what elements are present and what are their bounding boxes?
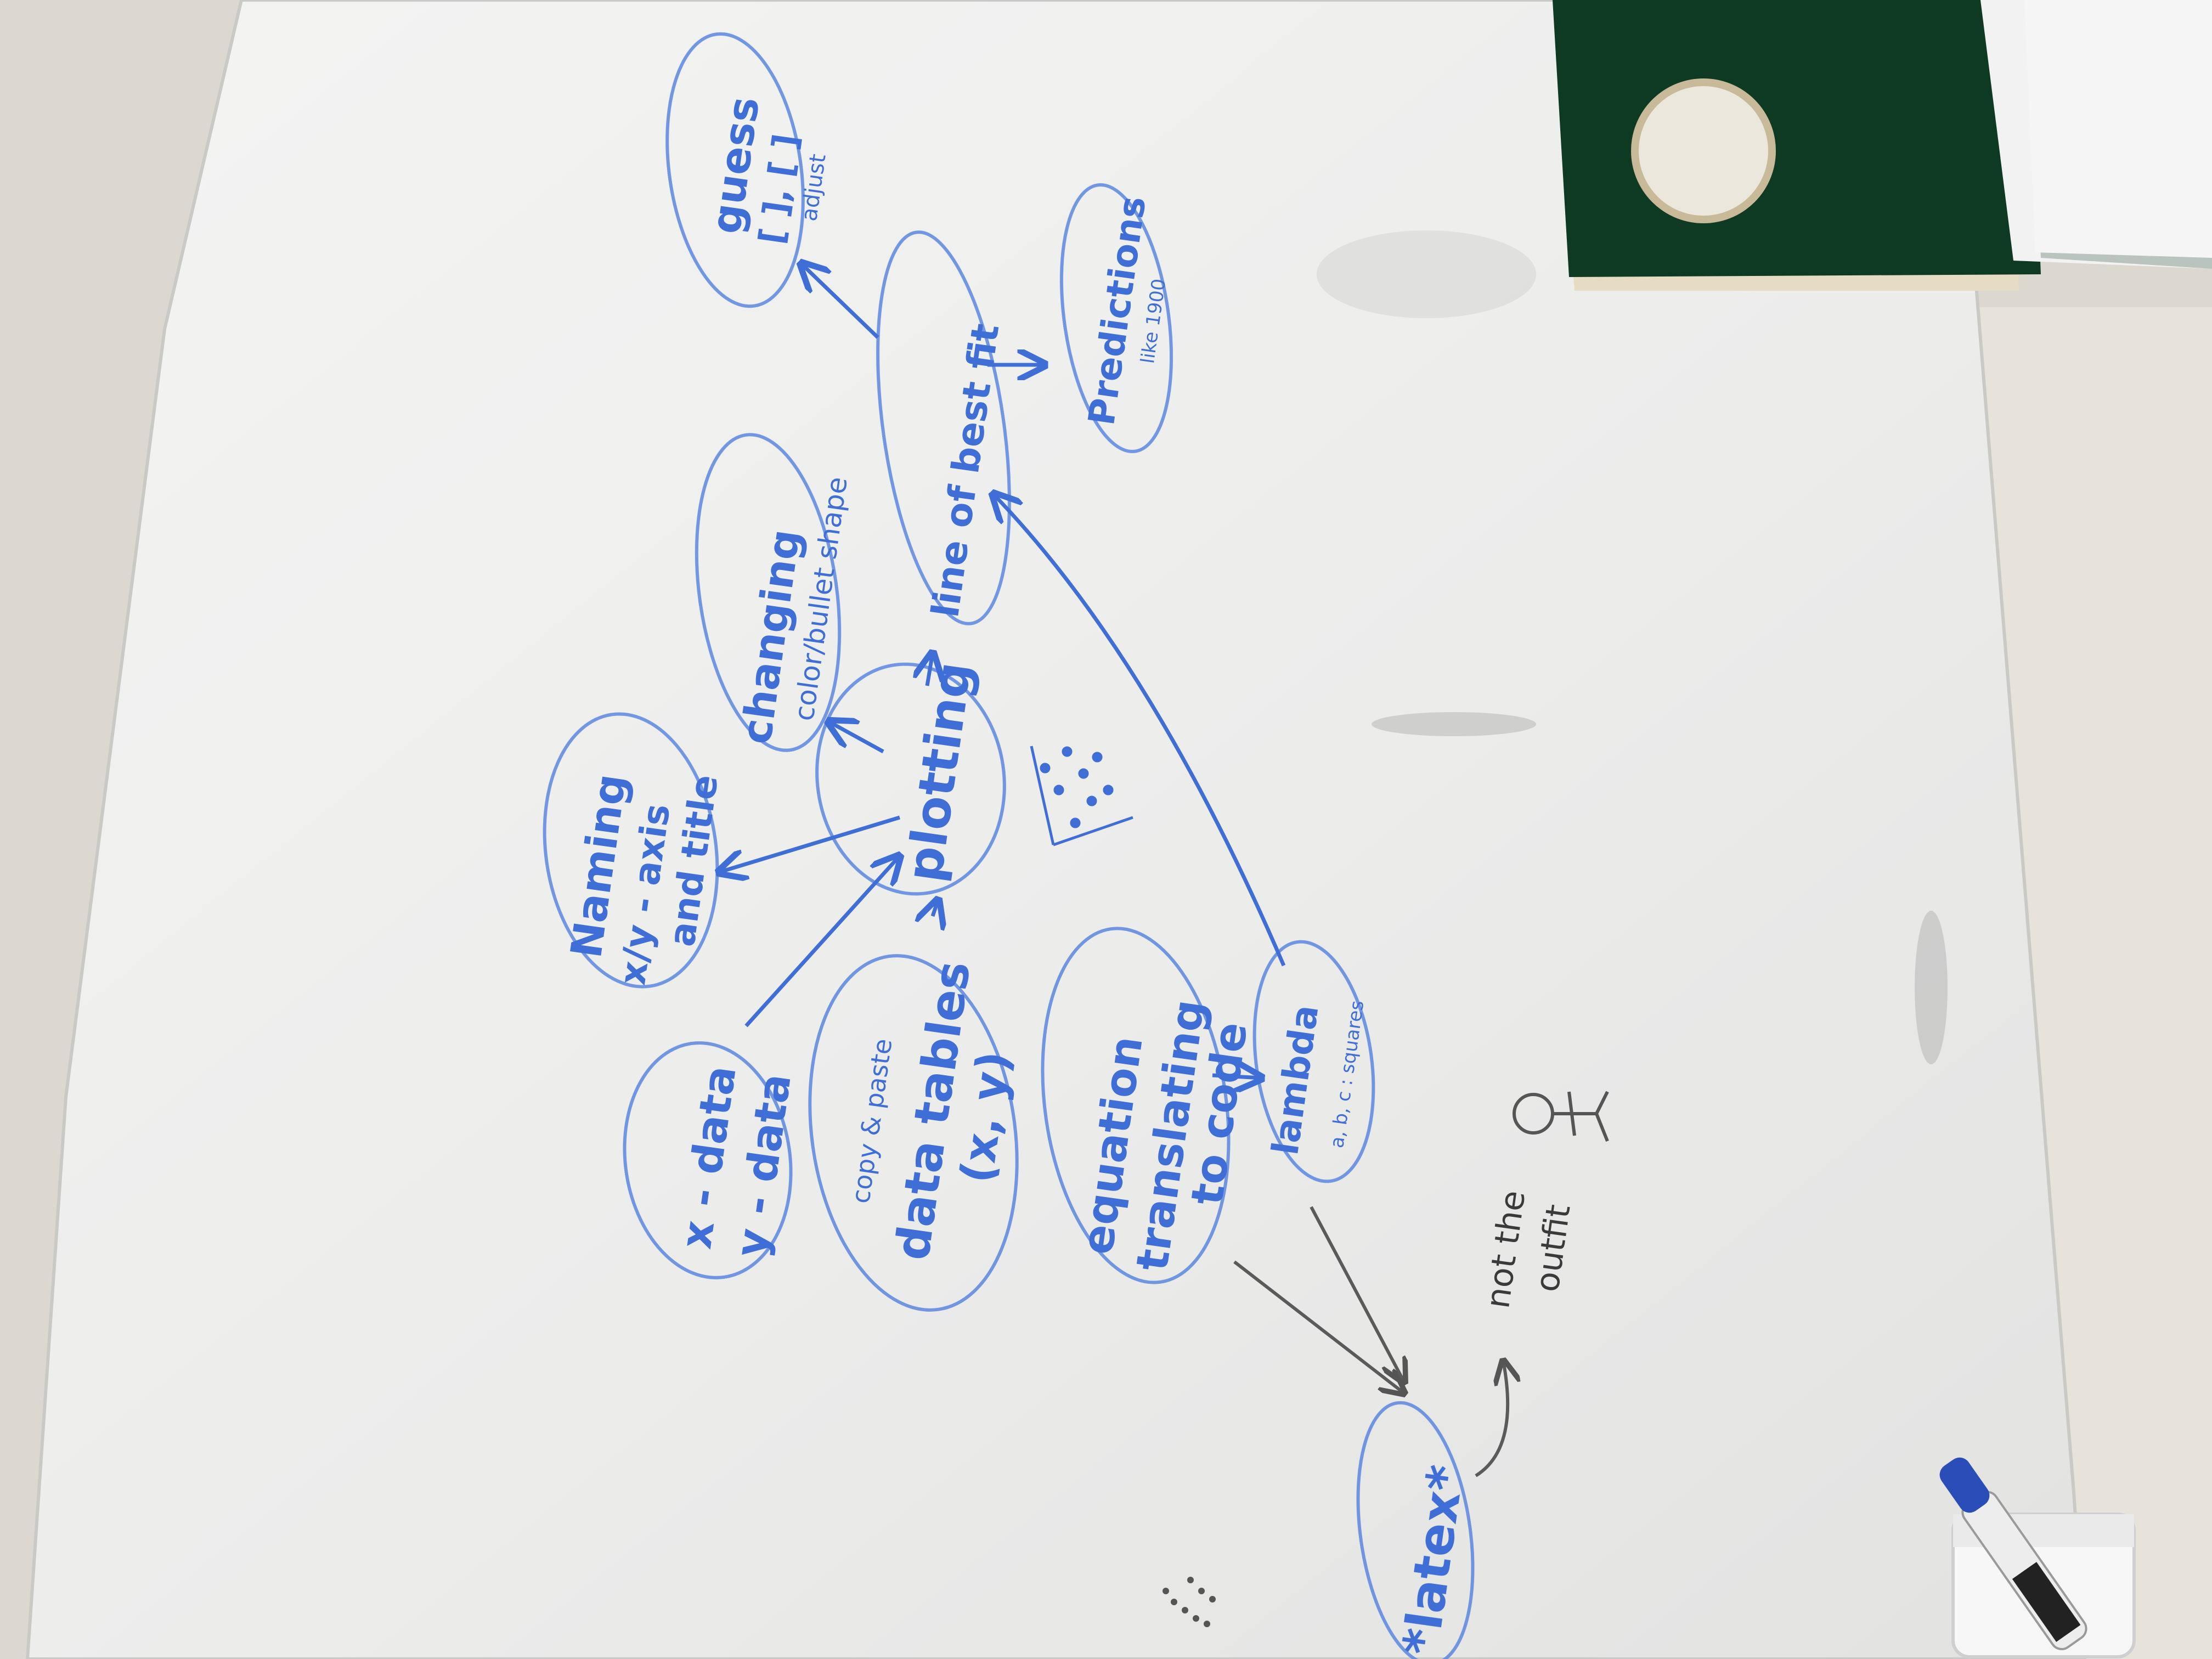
dry-erase-marker-icon <box>1939 1457 2136 1658</box>
stick-figure-icon <box>1513 1091 1609 1142</box>
green-felt-board <box>1553 0 2212 291</box>
scatter-plot-doodle <box>1030 746 1133 847</box>
dotted-doodle <box>1163 1577 1216 1627</box>
